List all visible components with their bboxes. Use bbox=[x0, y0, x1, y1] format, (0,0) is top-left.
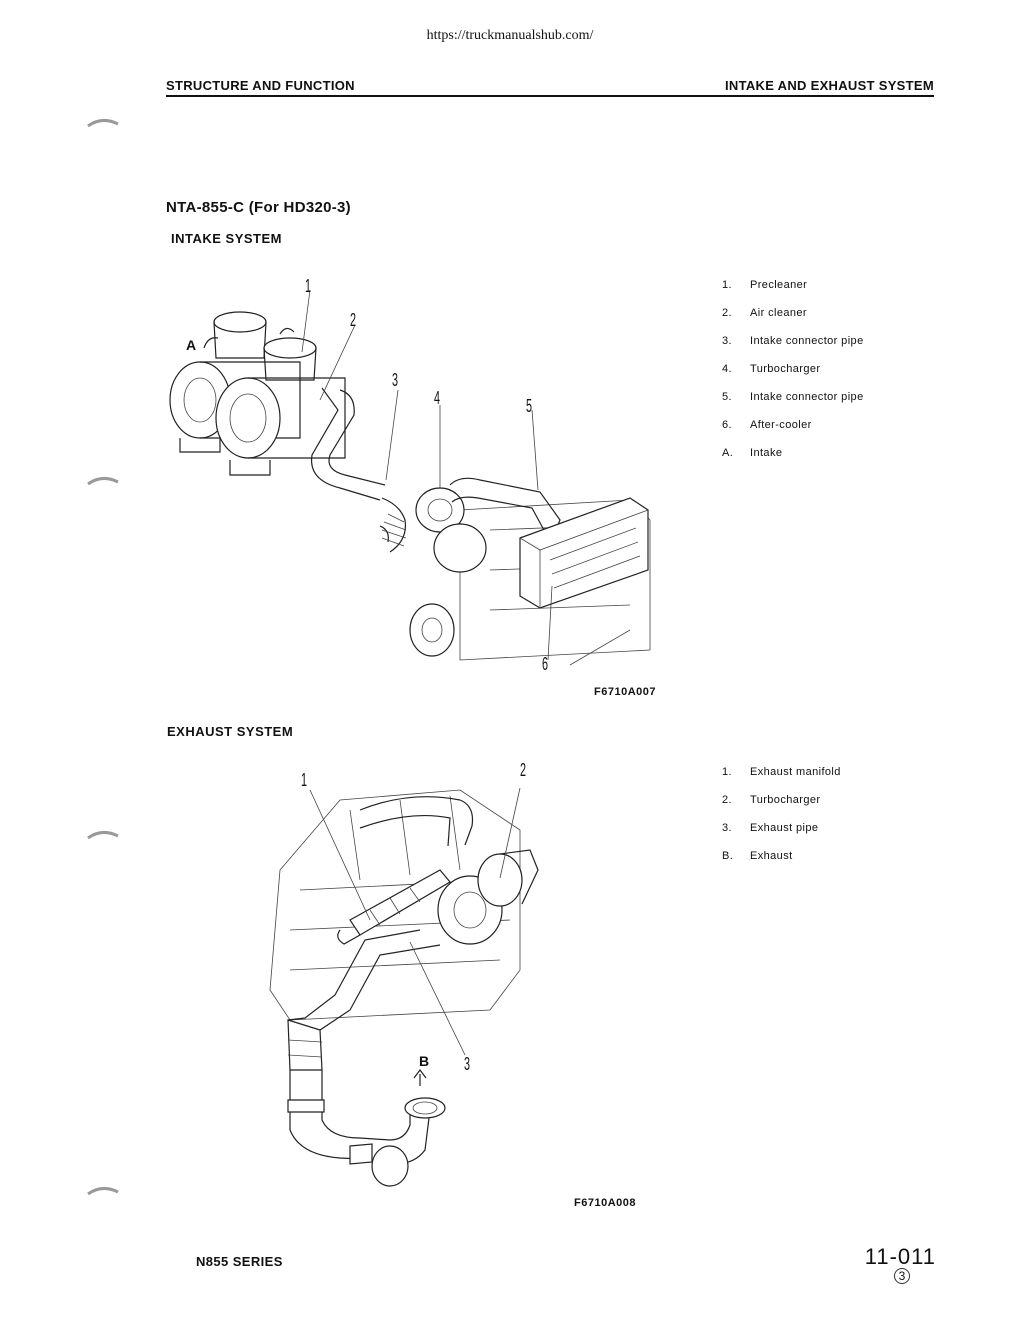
legend-number: 3. bbox=[722, 822, 732, 834]
legend-number: 6. bbox=[722, 419, 732, 431]
legend-text: Turbocharger bbox=[750, 363, 821, 375]
legend-number: 5. bbox=[722, 391, 732, 403]
revision-mark: 3 bbox=[894, 1268, 910, 1284]
intake-figure-code: F6710A007 bbox=[594, 686, 656, 698]
legend-text: Exhaust bbox=[750, 850, 793, 862]
legend-text: Precleaner bbox=[750, 279, 808, 291]
source-url[interactable]: https://truckmanualshub.com/ bbox=[426, 28, 594, 43]
legend-text: Intake bbox=[750, 447, 783, 459]
intake-callout-3: 3 bbox=[392, 370, 399, 390]
exhaust-legend: 1. Exhaust manifold 2. Turbocharger 3. Exha… bbox=[722, 766, 942, 876]
punch-mark-2 bbox=[87, 477, 119, 486]
exhaust-callout-1: 1 bbox=[301, 770, 308, 790]
page-number: 11-011 bbox=[864, 1244, 936, 1269]
legend-text: Intake connector pipe bbox=[750, 335, 864, 347]
intake-callout-6: 6 bbox=[542, 654, 549, 674]
legend-number: 4. bbox=[722, 363, 732, 375]
footer-series: N855 SERIES bbox=[196, 1254, 283, 1269]
intake-callout-2: 2 bbox=[350, 310, 357, 330]
legend-text: Air cleaner bbox=[750, 307, 807, 319]
intake-section-title: INTAKE SYSTEM bbox=[171, 231, 282, 246]
intake-callout-4: 4 bbox=[434, 388, 441, 408]
intake-legend: 1. Precleaner 2. Air cleaner 3. Intake conn… bbox=[722, 279, 942, 479]
legend-number: B. bbox=[722, 850, 734, 862]
intake-callout-a: A bbox=[186, 337, 197, 353]
exhaust-figure-code: F6710A008 bbox=[574, 1197, 636, 1209]
header-rule bbox=[166, 95, 934, 97]
legend-number: 1. bbox=[722, 279, 732, 291]
intake-system-diagram bbox=[169, 289, 651, 666]
legend-number: 3. bbox=[722, 335, 732, 347]
punch-mark-1 bbox=[87, 119, 119, 128]
legend-text: Exhaust manifold bbox=[750, 766, 841, 778]
exhaust-callout-b: B bbox=[419, 1053, 430, 1069]
legend-text: After-cooler bbox=[750, 419, 812, 431]
legend-text: Turbocharger bbox=[750, 794, 821, 806]
legend-number: 2. bbox=[722, 794, 732, 806]
intake-callout-5: 5 bbox=[526, 396, 533, 416]
header-chapter-title: INTAKE AND EXHAUST SYSTEM bbox=[724, 78, 934, 93]
exhaust-callout-2: 2 bbox=[520, 760, 527, 780]
exhaust-callout-3: 3 bbox=[464, 1054, 471, 1074]
legend-number: 2. bbox=[722, 307, 732, 319]
exhaust-system-diagram bbox=[269, 787, 539, 1187]
model-title: NTA-855-C (For HD320-3) bbox=[166, 199, 351, 216]
legend-number: 1. bbox=[722, 766, 732, 778]
intake-callout-1: 1 bbox=[305, 276, 312, 296]
punch-mark-3 bbox=[87, 831, 119, 840]
legend-number: A. bbox=[722, 447, 734, 459]
punch-mark-4 bbox=[87, 1187, 119, 1196]
header-section-title: STRUCTURE AND FUNCTION bbox=[166, 78, 355, 93]
legend-text: Intake connector pipe bbox=[750, 391, 864, 403]
exhaust-section-title: EXHAUST SYSTEM bbox=[167, 724, 294, 739]
legend-text: Exhaust pipe bbox=[750, 822, 819, 834]
